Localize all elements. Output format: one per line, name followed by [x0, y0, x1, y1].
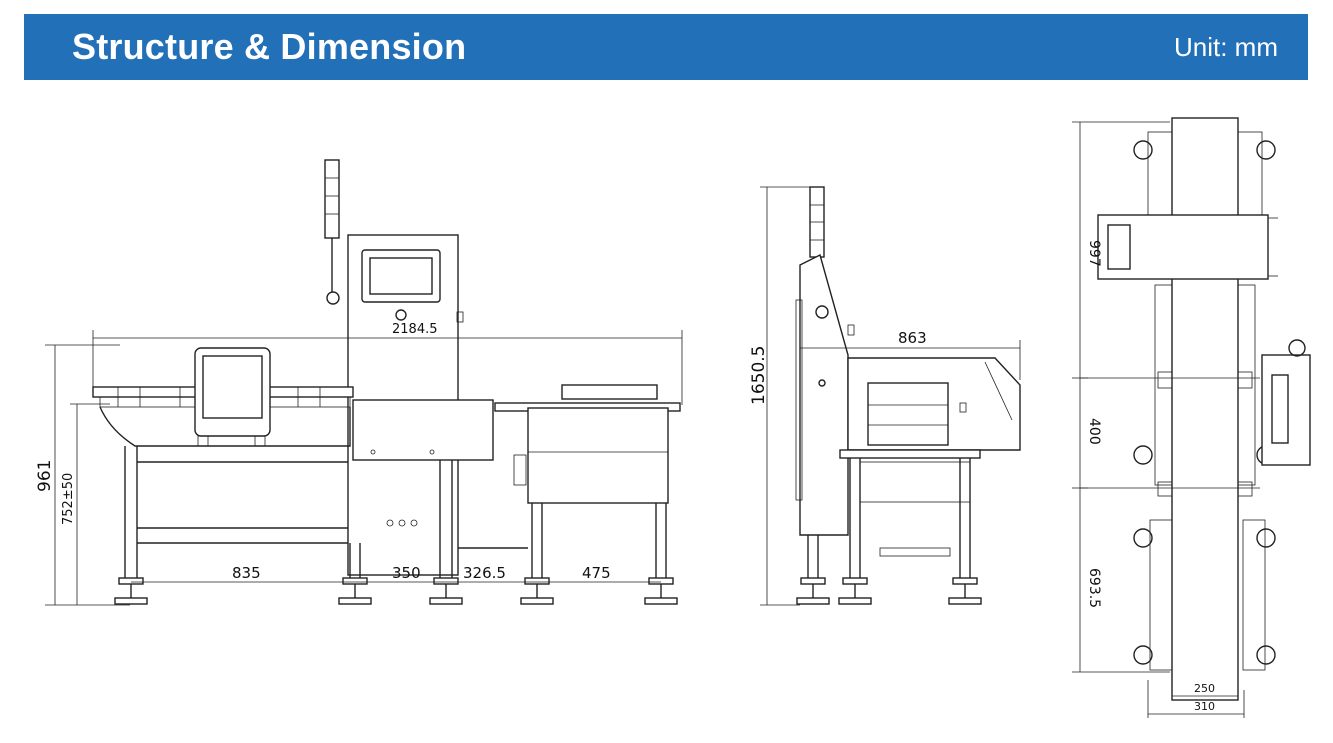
dim-top-seg-b: 400 [1086, 418, 1102, 445]
page-title: Structure & Dimension [72, 26, 467, 67]
dim-side-height: 1650.5 [749, 346, 769, 405]
dim-seg-2: 350 [392, 564, 421, 582]
dim-seg-1: 835 [232, 564, 261, 582]
dim-seg-3: 326.5 [463, 564, 506, 582]
unit-label: Unit: mm [1174, 31, 1278, 62]
header-bar: Structure & Dimension Unit: mm [24, 14, 1308, 80]
dim-belt-width: 250 [1194, 682, 1215, 695]
front-view: 2184.5 961 752±50 835 350 326.5 475 [35, 159, 683, 606]
dim-overall-length: 2184.5 [392, 322, 438, 337]
dim-side-depth: 863 [898, 329, 927, 347]
dim-top-seg-a: 997 [1086, 240, 1102, 267]
dim-top-seg-c: 693.5 [1086, 568, 1102, 608]
dim-conveyor-height: 752±50 [61, 473, 76, 525]
dim-total-height: 961 [35, 460, 55, 492]
top-view: 997 400 693.5 250 310 [1072, 117, 1311, 718]
side-view: 1650.5 863 [749, 186, 1021, 606]
dim-seg-4: 475 [582, 564, 611, 582]
dim-frame-width: 310 [1194, 700, 1215, 713]
